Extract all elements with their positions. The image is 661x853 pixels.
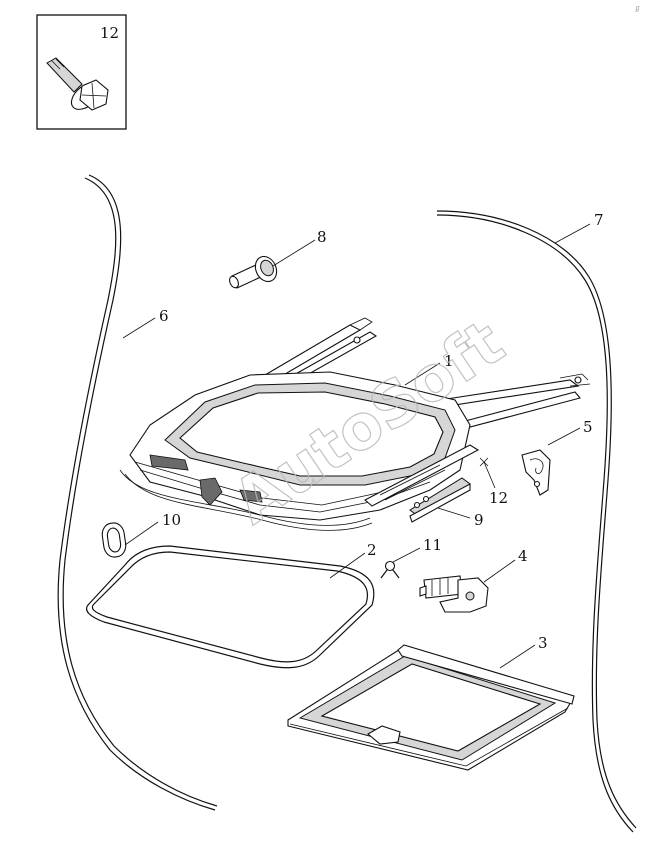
leader-2 (329, 552, 366, 579)
callout-4: 4 (518, 547, 528, 565)
weatherstrip-left (57, 174, 218, 811)
callout-3: 3 (538, 634, 548, 652)
callout-12: 12 (489, 489, 508, 507)
bolt-icon (46, 57, 109, 111)
motor-part (419, 575, 489, 613)
leader-12 (483, 461, 496, 489)
clip-part (380, 560, 400, 579)
leader-8 (272, 239, 316, 267)
inset-callout-12: 12 (100, 24, 119, 42)
ring-seal (101, 522, 127, 558)
corner-mark: ℊ (634, 4, 641, 13)
leader-6 (122, 317, 156, 339)
leader-5 (547, 427, 581, 446)
sunshade-panel (287, 644, 575, 771)
deflector-strip (409, 477, 471, 523)
callout-8: 8 (317, 228, 327, 246)
sunroof-frame-assembly (119, 317, 591, 531)
inset-bolt-box: 12 (36, 14, 127, 130)
leader-1 (404, 362, 441, 386)
leader-7 (554, 223, 591, 244)
callout-5: 5 (583, 418, 593, 436)
leader-4 (483, 559, 516, 583)
callout-2: 2 (367, 541, 377, 559)
callout-10: 10 (162, 511, 181, 529)
callout-9: 9 (474, 511, 484, 529)
callout-1: 1 (444, 352, 454, 370)
leader-lines (122, 223, 591, 669)
leader-9 (437, 507, 471, 519)
callout-7: 7 (594, 211, 604, 229)
leader-10 (124, 521, 159, 546)
callout-11: 11 (423, 536, 442, 554)
leader-3 (499, 644, 536, 669)
leader-11 (392, 547, 421, 563)
glass-seal (85, 545, 375, 669)
plug-part (229, 255, 278, 289)
callout-6: 6 (159, 307, 169, 325)
weatherstrip-right (436, 210, 637, 833)
bracket-part (521, 449, 551, 496)
